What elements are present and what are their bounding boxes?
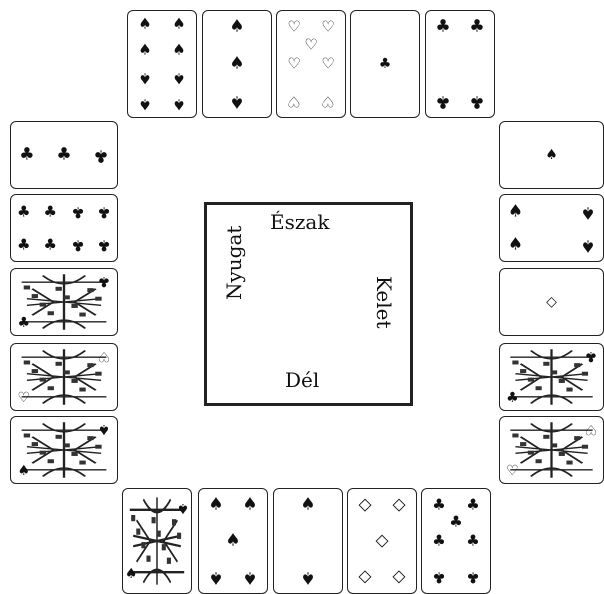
club-icon: ♣	[435, 93, 450, 110]
heart-icon: ♡	[287, 94, 300, 109]
club-icon: ♣	[379, 57, 392, 71]
heart-icon: ♡	[584, 422, 597, 436]
card-east-1: ♠	[499, 121, 604, 189]
club-icon: ♣	[432, 497, 445, 512]
diamond-icon: ◇	[375, 533, 388, 550]
card-south-4: ◇ ◇ ◇ ◇ ◇	[347, 488, 417, 594]
card-north-3: ♡ ♡ ♡ ♡ ♡ ♡ ♡	[276, 10, 346, 118]
heart-icon: ♡	[98, 349, 111, 363]
card-east-5: ♡♡	[499, 416, 604, 484]
spade-icon: ♠	[172, 97, 185, 112]
spade-icon: ♠	[172, 43, 185, 58]
seat-south-label: Dél	[285, 368, 319, 392]
club-icon: ♣	[98, 204, 111, 219]
club-icon: ♣	[43, 204, 56, 219]
spade-icon: ♠	[580, 236, 595, 253]
club-icon: ♣	[449, 515, 462, 530]
seat-east-label: Kelet	[372, 276, 396, 329]
club-icon: ♣	[584, 349, 597, 363]
spade-icon: ♠	[225, 533, 240, 550]
club-icon: ♣	[98, 274, 111, 288]
club-icon: ♣	[432, 570, 445, 585]
card-south-1: ♠♠	[122, 488, 192, 594]
card-west-2: ♣ ♣ ♣ ♣ ♣ ♣ ♣ ♣	[10, 194, 118, 262]
club-icon: ♣	[432, 534, 445, 549]
card-south-3: ♠♠	[273, 488, 343, 594]
heart-icon: ♡	[321, 57, 334, 72]
card-north-5: ♣ ♣ ♣ ♣	[425, 10, 495, 118]
spade-icon: ♠	[17, 464, 30, 478]
club-icon: ♣	[19, 147, 34, 164]
club-icon: ♣	[466, 570, 479, 585]
club-icon: ♣	[17, 237, 30, 252]
spade-icon: ♠	[300, 569, 315, 586]
diamond-icon: ◇	[392, 569, 405, 586]
card-north-2: ♠ ♠ ♠	[202, 10, 272, 118]
spade-icon: ♠	[508, 236, 523, 253]
spade-icon: ♠	[138, 43, 151, 58]
card-east-3: ◇	[499, 268, 604, 336]
heart-icon: ♡	[304, 37, 317, 52]
club-icon: ♣	[435, 18, 450, 35]
diamond-icon: ◇	[546, 295, 557, 309]
spade-icon: ♠	[580, 203, 595, 220]
club-icon: ♣	[17, 316, 30, 330]
heart-icon: ♡	[287, 19, 300, 34]
card-north-1: ♠ ♠ ♠ ♠ ♠ ♠ ♠ ♠	[127, 10, 197, 118]
spade-icon: ♠	[172, 70, 185, 85]
diamond-icon: ◇	[358, 569, 371, 586]
spade-icon: ♠	[242, 496, 257, 513]
card-north-4: ♣	[350, 10, 420, 118]
card-east-2: ♠ ♠ ♠ ♠	[499, 194, 604, 262]
club-icon: ♣	[466, 534, 479, 549]
spade-icon: ♠	[545, 148, 558, 162]
club-icon: ♣	[43, 237, 56, 252]
spade-icon: ♠	[242, 569, 257, 586]
heart-icon: ♡	[287, 57, 300, 72]
heart-icon: ♡	[321, 19, 334, 34]
club-icon: ♣	[469, 93, 484, 110]
spade-icon: ♠	[229, 56, 244, 73]
spade-icon: ♠	[508, 203, 523, 220]
heart-icon: ♡	[321, 94, 334, 109]
heart-icon: ♡	[506, 464, 519, 478]
spade-icon: ♠	[172, 16, 185, 31]
card-east-4: ♣♣	[499, 343, 604, 411]
spade-icon: ♠	[98, 422, 111, 436]
card-west-3: ♣♣	[10, 268, 118, 336]
diamond-icon: ◇	[358, 496, 371, 513]
spade-icon: ♠	[138, 97, 151, 112]
card-west-1: ♣ ♣ ♣	[10, 121, 118, 189]
club-icon: ♣	[466, 497, 479, 512]
spade-icon: ♠	[300, 496, 315, 513]
card-west-5: ♠♠	[10, 416, 118, 484]
club-icon: ♣	[98, 237, 111, 252]
card-south-2: ♠ ♠ ♠ ♠ ♠	[198, 488, 268, 594]
diamond-icon: ◇	[392, 496, 405, 513]
club-icon: ♣	[469, 18, 484, 35]
club-icon: ♣	[506, 391, 519, 405]
spade-icon: ♠	[208, 569, 223, 586]
seat-north-label: Észak	[270, 210, 329, 234]
club-icon: ♣	[17, 204, 30, 219]
spade-icon: ♠	[177, 501, 190, 515]
spade-icon: ♠	[138, 70, 151, 85]
card-south-5: ♣ ♣ ♣ ♣ ♣ ♣ ♣	[421, 488, 491, 594]
spade-icon: ♠	[138, 16, 151, 31]
seat-west-label: Nyugat	[222, 226, 246, 300]
spade-icon: ♠	[229, 18, 244, 35]
spade-icon: ♠	[125, 567, 138, 581]
heart-icon: ♡	[17, 391, 30, 405]
spade-icon: ♠	[208, 496, 223, 513]
spade-icon: ♠	[229, 93, 244, 110]
club-icon: ♣	[71, 237, 84, 252]
club-icon: ♣	[56, 147, 71, 164]
card-west-4: ♡♡	[10, 343, 118, 411]
club-icon: ♣	[93, 147, 108, 164]
club-icon: ♣	[71, 204, 84, 219]
